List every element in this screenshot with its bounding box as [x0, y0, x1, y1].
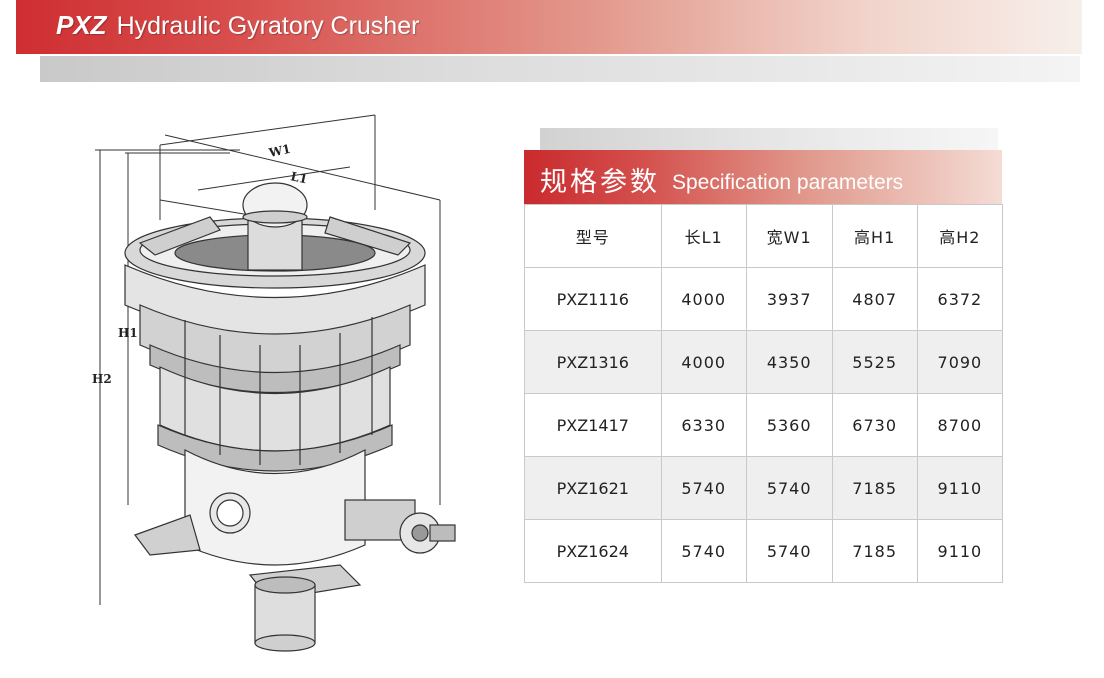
- cell-width: 5360: [745, 393, 833, 457]
- title-banner: PXZ Hydraulic Gyratory Crusher: [16, 0, 1082, 54]
- l1-dimension-line: [164, 134, 441, 201]
- table-row: PXZ1624 5740 5740 7185 9110: [524, 519, 1004, 583]
- col-header-width: 宽W1: [745, 204, 833, 268]
- cell-model: PXZ1116: [524, 267, 662, 331]
- cell-h2: 6372: [916, 267, 1004, 331]
- cell-width: 5740: [745, 456, 833, 520]
- cell-length: 4000: [660, 330, 747, 394]
- h1-label: H1: [118, 326, 138, 340]
- brand-label: PXZ: [56, 10, 107, 40]
- table-row: PXZ1417 6330 5360 6730 8700: [524, 393, 1004, 457]
- cell-h2: 7090: [916, 330, 1004, 394]
- col-header-h2: 高H2: [916, 204, 1004, 268]
- cell-length: 6330: [660, 393, 747, 457]
- crusher-drawing: W1 L1 H1 H2: [92, 114, 456, 652]
- page-title: PXZ Hydraulic Gyratory Crusher: [56, 10, 419, 41]
- banner-underline: [40, 56, 1080, 82]
- cell-h1: 4807: [831, 267, 918, 331]
- cell-h2: 9110: [916, 519, 1004, 583]
- cell-length: 5740: [660, 519, 747, 583]
- spec-header: 规格参数 Specification parameters: [524, 150, 1002, 204]
- cell-model: PXZ1417: [524, 393, 662, 457]
- cell-model: PXZ1621: [524, 456, 662, 520]
- cell-h1: 7185: [831, 519, 918, 583]
- w1-dimension-line: [159, 114, 376, 146]
- h2-label: H2: [92, 372, 112, 386]
- cell-model: PXZ1316: [524, 330, 662, 394]
- col-header-model: 型号: [524, 204, 662, 268]
- table-header-row: 型号 长L1 宽W1 高H1 高H2: [524, 204, 1004, 268]
- cell-width: 3937: [745, 267, 833, 331]
- cell-width: 4350: [745, 330, 833, 394]
- col-header-length: 长L1: [660, 204, 747, 268]
- spec-title-cn: 规格参数: [540, 167, 660, 198]
- cell-h2: 8700: [916, 393, 1004, 457]
- col-header-h1: 高H1: [831, 204, 918, 268]
- cell-h1: 6730: [831, 393, 918, 457]
- spec-header-shadow: [540, 128, 998, 150]
- product-title: Hydraulic Gyratory Crusher: [116, 12, 420, 40]
- cell-h1: 7185: [831, 456, 918, 520]
- cell-width: 5740: [745, 519, 833, 583]
- cell-h1: 5525: [831, 330, 918, 394]
- cell-length: 5740: [660, 456, 747, 520]
- cell-model: PXZ1624: [524, 519, 662, 583]
- spec-title-en: Specification parameters: [672, 171, 904, 194]
- l1-label: L1: [289, 169, 308, 186]
- cell-h2: 9110: [916, 456, 1004, 520]
- cell-length: 4000: [660, 267, 747, 331]
- spec-table: 型号 长L1 宽W1 高H1 高H2 PXZ1116 4000 3937 480…: [524, 204, 1004, 583]
- table-row: PXZ1316 4000 4350 5525 7090: [524, 330, 1004, 394]
- table-row: PXZ1621 5740 5740 7185 9110: [524, 456, 1004, 520]
- table-row: PXZ1116 4000 3937 4807 6372: [524, 267, 1004, 331]
- w1-label: W1: [267, 142, 292, 160]
